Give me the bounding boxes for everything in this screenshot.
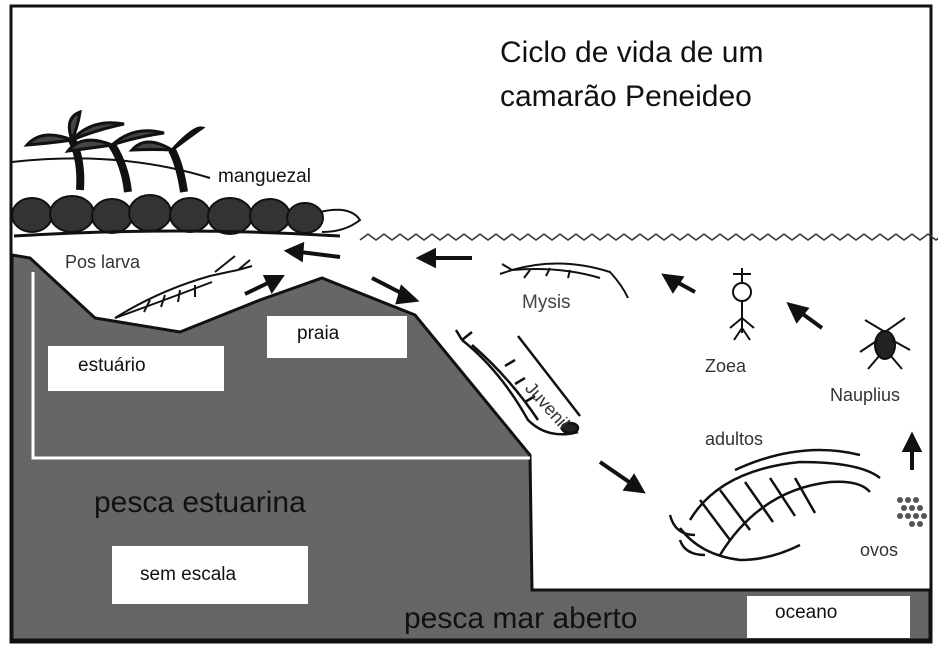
label-estuarine-fishery: pesca estuarina [94, 486, 306, 519]
label-box-ocean: oceano [747, 596, 910, 638]
mangrove-bushes-icon [11, 194, 362, 238]
label-scale: sem escala [140, 564, 237, 585]
label-box-beach: praia [267, 316, 407, 358]
label-nauplius: Nauplius [830, 385, 901, 405]
estuarine-fishery-boundary [31, 272, 530, 460]
palm-trees-icon [23, 109, 206, 193]
postlarva-shrimp-icon [114, 255, 253, 319]
label-box-estuary: estuário [48, 346, 224, 391]
label-zoea: Zoea [705, 356, 747, 376]
nauplius-icon [859, 317, 911, 370]
juvenile-shrimp-icon [454, 329, 581, 436]
label-eggs: ovos [860, 540, 899, 560]
adult-shrimp-icon [668, 448, 881, 562]
label-mangrove: manguezal [218, 166, 311, 187]
horizon-line [11, 157, 211, 179]
label-open-sea-fishery: pesca mar aberto [404, 602, 638, 635]
water-surface [359, 233, 938, 241]
label-postlarva: Pos larva [65, 252, 141, 272]
seabed-profile [10, 253, 932, 642]
label-ocean: oceano [775, 602, 838, 623]
label-estuary: estuário [78, 355, 146, 376]
mysis-icon [499, 262, 629, 299]
diagram-title-line1: Ciclo de vida de um [500, 36, 764, 69]
label-adults: adultos [705, 429, 764, 449]
eggs-icon [897, 497, 927, 527]
diagram-title-line2: camarão Peneideo [500, 80, 752, 113]
zoea-icon [729, 268, 755, 341]
label-beach: praia [297, 323, 340, 344]
lifecycle-arrows [244, 241, 923, 494]
label-box-scale: sem escala [112, 546, 308, 604]
label-mysis: Mysis [522, 292, 571, 313]
